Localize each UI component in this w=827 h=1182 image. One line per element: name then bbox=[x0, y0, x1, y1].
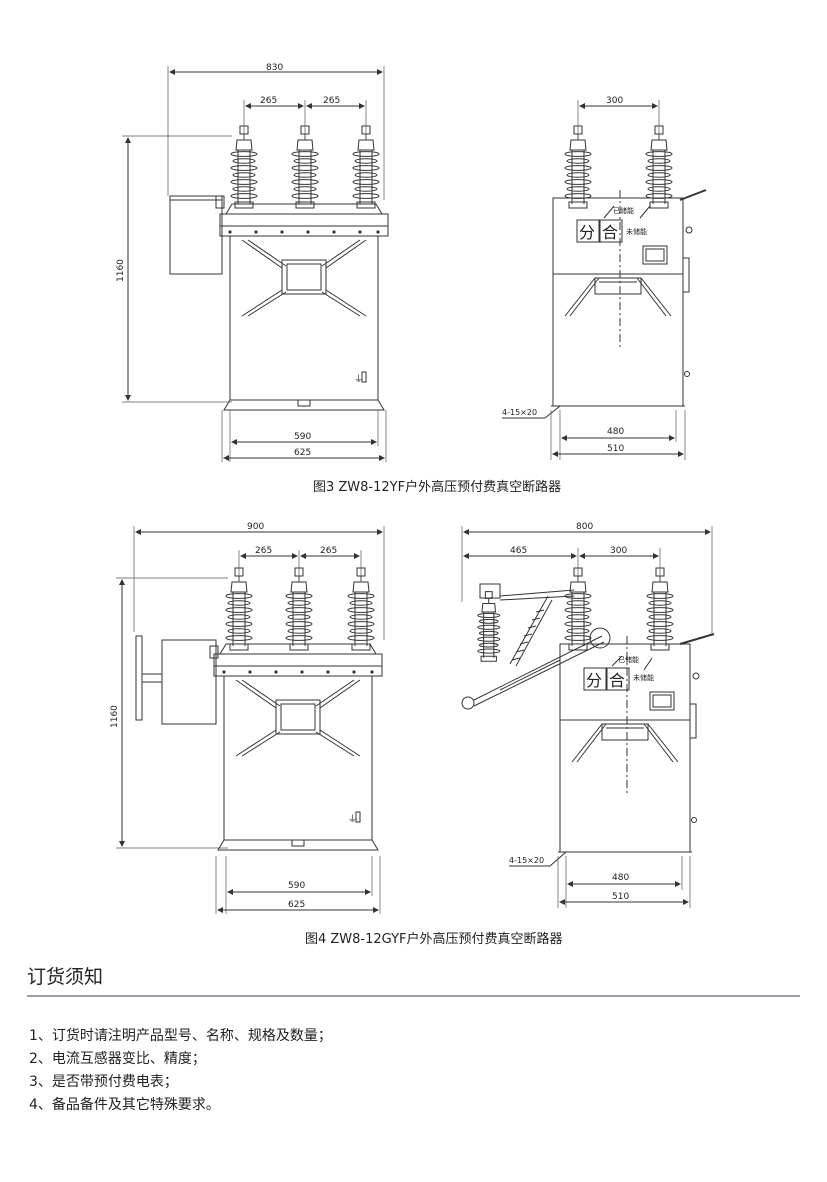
fig3-front-width: 830 bbox=[266, 63, 283, 73]
list-item-number: 4 bbox=[29, 1097, 38, 1113]
technical-drawings: ⏚ bbox=[110, 63, 827, 950]
list-item-number: 2 bbox=[29, 1051, 38, 1067]
list-item-number: 3 bbox=[29, 1074, 38, 1090]
list-item-text: 、备品备件及其它特殊要求。 bbox=[37, 1097, 220, 1113]
fig4-side-base-inner: 480 bbox=[612, 873, 629, 883]
fig3-front-pitch-left: 265 bbox=[260, 96, 277, 106]
fig4-front-view: 900 265 265 1160 590 625 bbox=[110, 522, 384, 914]
figure4-caption: 图4 ZW8-12GYF户外高压预付费真空断路器 bbox=[305, 932, 563, 947]
fig4-side-isolator-offset: 465 bbox=[510, 546, 527, 556]
list-item: 4、备品备件及其它特殊要求。 bbox=[29, 1094, 332, 1117]
fig4-front-pitch-left: 265 bbox=[255, 546, 272, 556]
list-item: 2、电流互感器变比、精度； bbox=[29, 1048, 332, 1071]
list-item-text: 、电流互感器变比、精度； bbox=[37, 1051, 206, 1067]
fig4-side-close-label: 合 bbox=[609, 671, 625, 690]
fig4-front-height: 1160 bbox=[110, 705, 120, 728]
list-item-text: 、是否带预付费电表； bbox=[37, 1074, 178, 1090]
list-item-text: 、订货时请注明产品型号、名称、规格及数量； bbox=[37, 1028, 332, 1044]
fig4-front-width: 900 bbox=[247, 522, 264, 532]
fig4-side-stored: 已储能 bbox=[618, 655, 639, 664]
fig3-side-close-label: 合 bbox=[602, 223, 618, 242]
fig3-side-not-stored: 未储能 bbox=[626, 227, 647, 236]
ordering-notes-list: 1、订货时请注明产品型号、名称、规格及数量； 2、电流互感器变比、精度； 3、是… bbox=[29, 1025, 332, 1117]
fig4-side-width: 800 bbox=[576, 522, 593, 532]
fig3-front-view: 830 265 265 1160 590 625 bbox=[116, 63, 389, 462]
fig3-side-stored: 已储能 bbox=[613, 206, 634, 215]
ordering-heading: 订货须知 bbox=[27, 966, 104, 988]
fig4-front-base-outer: 625 bbox=[288, 900, 305, 910]
heading-divider bbox=[27, 995, 800, 997]
fig3-side-base-outer: 510 bbox=[607, 444, 624, 454]
fig3-front-base-outer: 625 bbox=[294, 448, 311, 458]
fig4-side-holes: 4-15×20 bbox=[509, 856, 544, 865]
fig3-side-holes: 4-15×20 bbox=[502, 408, 537, 417]
fig3-side-view: 分 合 已储能 未储能 300 4-15×20 480 510 bbox=[502, 96, 706, 460]
fig4-front-pitch-right: 265 bbox=[320, 546, 337, 556]
fig3-side-base-inner: 480 bbox=[607, 427, 624, 437]
list-item: 3、是否带预付费电表； bbox=[29, 1071, 332, 1094]
figure3-caption: 图3 ZW8-12YF户外高压预付费真空断路器 bbox=[313, 480, 562, 495]
fig4-side-pitch: 300 bbox=[610, 546, 627, 556]
fig3-side-pitch: 300 bbox=[606, 96, 623, 106]
list-item: 1、订货时请注明产品型号、名称、规格及数量； bbox=[29, 1025, 332, 1048]
fig4-front-base-inner: 590 bbox=[288, 881, 305, 891]
list-item-number: 1 bbox=[29, 1028, 38, 1044]
fig3-front-base-inner: 590 bbox=[294, 432, 311, 442]
fig4-side-base-outer: 510 bbox=[612, 892, 629, 902]
fig4-side-view: 分 合 已储能 未储能 800 465 300 4-15×20 480 510 bbox=[462, 522, 714, 908]
fig3-side-open-label: 分 bbox=[579, 223, 595, 242]
fig3-front-height: 1160 bbox=[116, 259, 126, 282]
fig3-front-pitch-right: 265 bbox=[323, 96, 340, 106]
fig4-side-not-stored: 未储能 bbox=[633, 673, 654, 682]
fig4-side-open-label: 分 bbox=[586, 671, 602, 690]
